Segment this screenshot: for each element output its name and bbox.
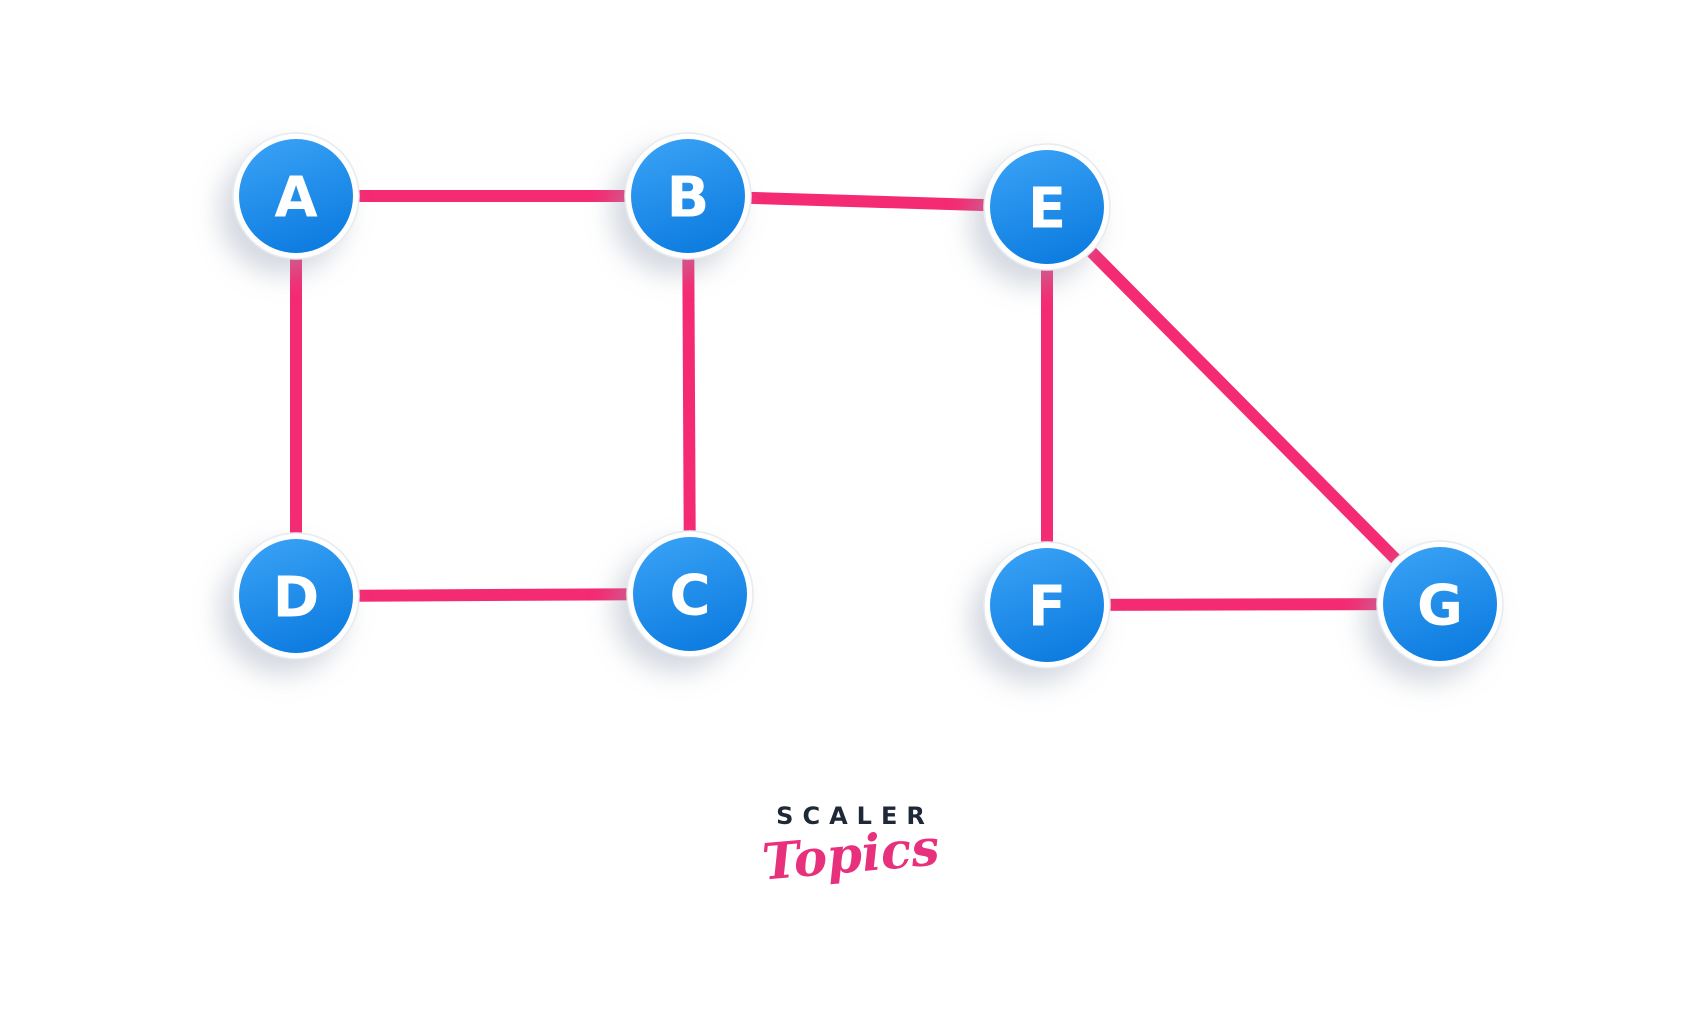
node-F-circle (990, 548, 1104, 662)
node-E-circle (990, 150, 1104, 264)
logo-brand-text: SCALER (776, 802, 934, 830)
node-E-label: E (1028, 177, 1066, 242)
node-A-label: A (274, 166, 318, 231)
node-E: E (983, 143, 1111, 271)
node-A: A (232, 132, 360, 260)
node-B-circle (631, 139, 745, 253)
node-G-label: G (1417, 574, 1463, 639)
node-G-circle (1383, 547, 1497, 661)
edge-B-C (682, 195, 696, 595)
edge-D-C (295, 588, 691, 602)
logo-sub-text: Topics (759, 817, 942, 892)
node-G: G (1376, 540, 1504, 668)
edge-F-G (1046, 598, 1441, 611)
node-C-label: C (669, 564, 710, 629)
edge-E-G (1042, 202, 1445, 609)
node-C: C (626, 530, 754, 658)
node-D-circle (239, 539, 353, 653)
node-D: D (232, 532, 360, 660)
node-B: B (624, 132, 752, 260)
node-C-circle (633, 537, 747, 651)
node-A-circle (239, 139, 353, 253)
node-D-label: D (273, 566, 319, 631)
node-F: F (983, 541, 1111, 669)
node-B-label: B (667, 166, 710, 231)
scaler-topics-logo: SCALER Topics (0, 802, 1701, 892)
node-F-label: F (1028, 575, 1066, 640)
